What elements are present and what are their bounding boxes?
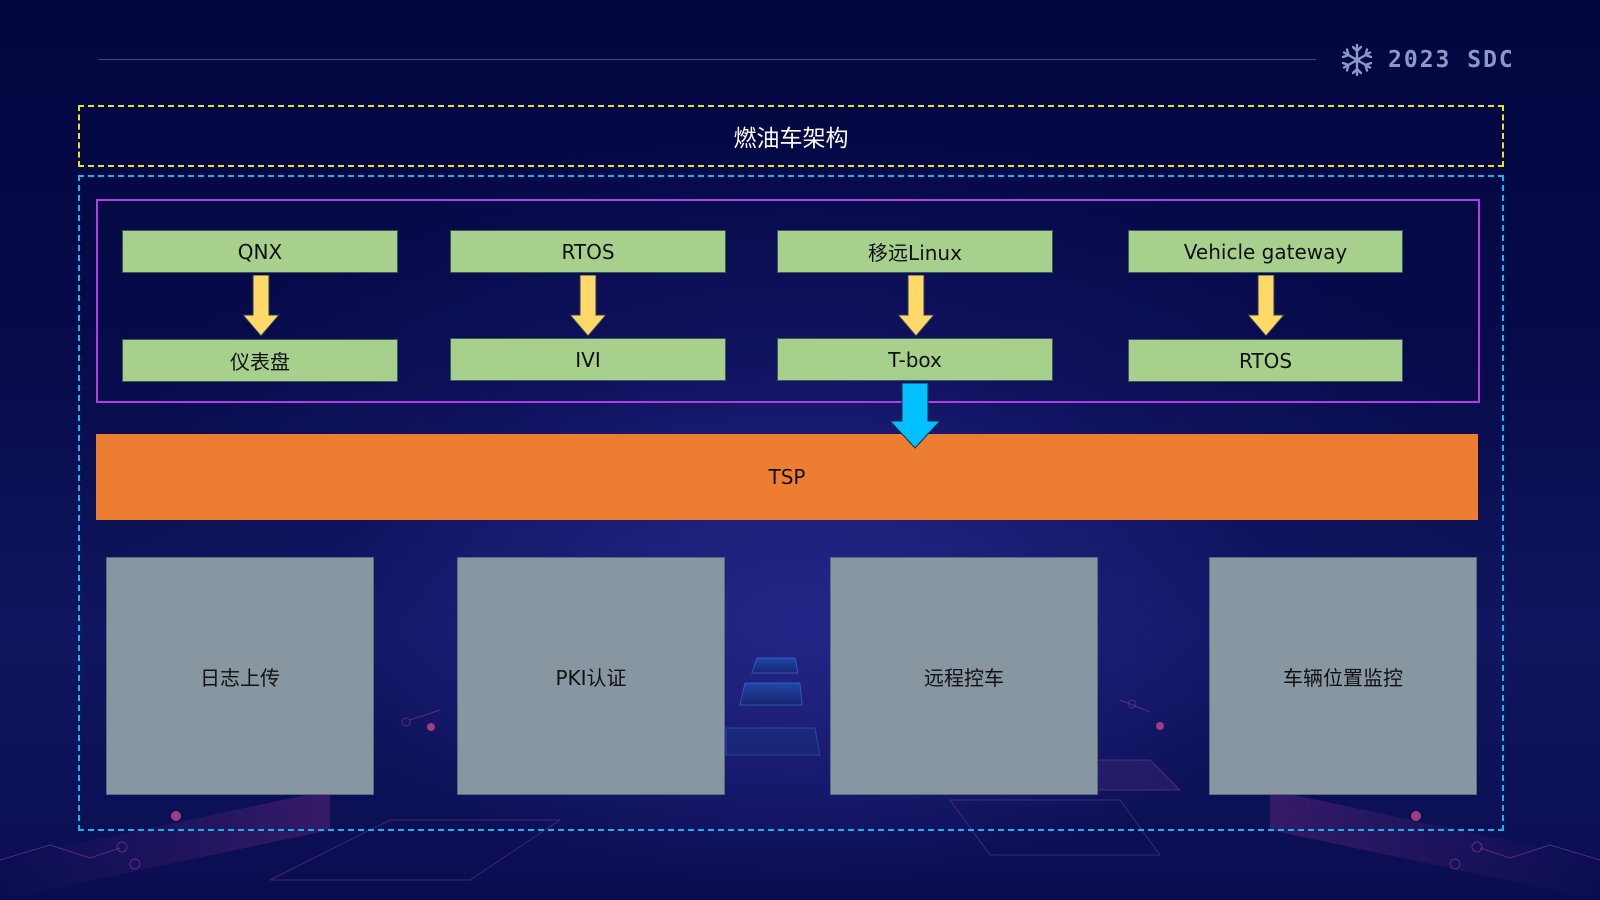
ecu-group [96,199,1480,403]
service-label: 车辆位置监控 [1283,665,1403,690]
yellow-down-arrow-icon [241,275,281,337]
ecu-bottom-label: T-box [888,347,942,372]
diagram-title: 燃油车架构 [733,126,849,152]
ecu-bottom-box: T-box [777,338,1053,381]
service-label: PKI认证 [555,665,627,690]
yellow-down-arrow-icon [1246,275,1286,337]
snowflake-icon [1341,43,1373,77]
ecu-top-box: QNX [122,230,398,273]
header-divider [98,59,1316,60]
tsp-platform-bar: TSP [96,434,1478,520]
architecture-container [78,175,1504,831]
ecu-top-label: Vehicle gateway [1183,239,1348,264]
blue-down-arrow-icon [888,383,942,449]
ecu-bottom-box: IVI [450,338,726,381]
service-box: 远程控车 [830,557,1098,795]
service-box: PKI认证 [457,557,725,795]
service-box: 日志上传 [106,557,374,795]
ecu-bottom-label: IVI [575,347,601,372]
ecu-top-label: RTOS [561,239,615,264]
ecu-top-label: 移远Linux [868,241,962,265]
tsp-label: TSP [768,465,806,489]
service-box: 车辆位置监控 [1209,557,1477,795]
ecu-top-box: 移远Linux [777,230,1053,273]
service-label: 远程控车 [924,665,1004,690]
ecu-top-label: QNX [237,239,283,264]
yellow-down-arrow-icon [568,275,608,337]
ecu-bottom-label: RTOS [1238,348,1293,373]
diagram-title-box: 燃油车架构 [78,105,1504,167]
service-label: 日志上传 [200,665,280,690]
ecu-bottom-box: RTOS [1128,339,1403,382]
ecu-bottom-label: 仪表盘 [230,350,290,374]
ecu-top-box: Vehicle gateway [1128,230,1403,273]
brand-text: 2023 SDC [1388,47,1515,73]
ecu-bottom-box: 仪表盘 [122,339,398,382]
brand-logo: 2023 SDC [1340,42,1515,78]
ecu-top-box: RTOS [450,230,726,273]
yellow-down-arrow-icon [896,275,936,337]
